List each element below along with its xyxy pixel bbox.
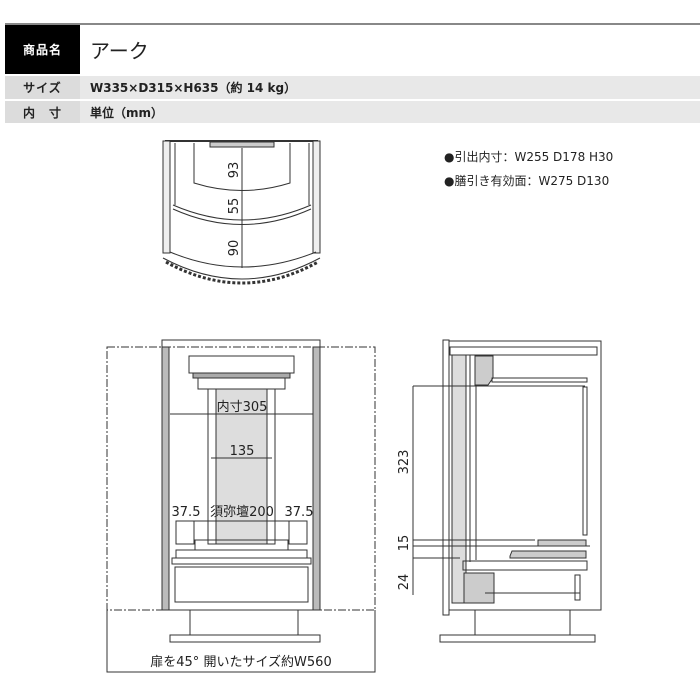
dim-90: 90 xyxy=(227,240,242,257)
notes: ●引出内寸：W255 D178 H30 ●膳引き有効面：W275 D130 xyxy=(444,145,613,193)
dim-323: 323 xyxy=(397,450,412,475)
spec-value: 単位（mm） xyxy=(90,105,164,120)
note-drawer: ●引出内寸：W255 D178 H30 xyxy=(444,150,614,164)
dim-93: 93 xyxy=(227,162,242,179)
dim-24: 24 xyxy=(397,574,412,591)
spec-row-name: 商品名 アーク xyxy=(5,25,700,74)
spec-row-inner: 内 寸 単位（mm） xyxy=(5,101,700,123)
spec-label: 商品名 xyxy=(5,25,80,74)
side-view: 323 15 24 xyxy=(397,339,602,643)
spec-label: サイズ xyxy=(5,76,80,99)
dim-15: 15 xyxy=(397,535,412,552)
spec-value: W335×D315×H635（約 14 kg） xyxy=(90,81,297,95)
dim-55: 55 xyxy=(227,198,242,215)
product-name: アーク xyxy=(80,25,700,74)
sumidan-label: 須弥壇200 xyxy=(210,504,274,520)
table-top-border xyxy=(5,23,700,25)
spec-label: 内 寸 xyxy=(5,101,80,123)
top-view: 93 55 90 xyxy=(162,140,321,285)
note-tray: ●膳引き有効面：W275 D130 xyxy=(444,174,610,188)
spec-row-size: サイズ W335×D315×H635（約 14 kg） xyxy=(5,76,700,99)
door-open-note: 扉を45° 開いたサイズ約W560 xyxy=(150,654,331,670)
center-width-label: 135 xyxy=(230,444,255,459)
front-view: 内寸305 135 37.5 須弥壇200 37.5 扉を45° 開いたサイズ約… xyxy=(106,339,376,673)
side-right-label: 37.5 xyxy=(285,505,314,520)
side-left-label: 37.5 xyxy=(172,505,201,520)
inner-width-label: 内寸305 xyxy=(217,399,268,415)
